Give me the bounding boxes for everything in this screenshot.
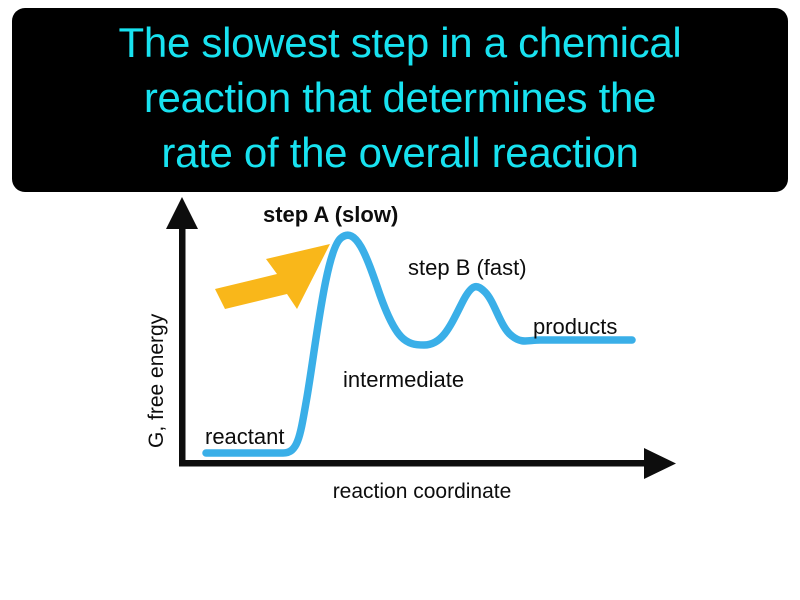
x-axis bbox=[179, 448, 676, 479]
y-axis bbox=[166, 197, 198, 465]
banner-line-3: rate of the overall reaction bbox=[161, 128, 639, 176]
y-axis-label: G, free energy bbox=[145, 313, 168, 448]
energy-profile-diagram: G, free energy reaction coordinate step … bbox=[0, 192, 800, 600]
definition-banner: The slowest step in a chemical reaction … bbox=[12, 8, 788, 192]
banner-line-1: The slowest step in a chemical bbox=[118, 18, 682, 66]
y-axis-arrowhead bbox=[166, 197, 198, 229]
x-axis-arrowhead bbox=[644, 448, 676, 479]
highlight-arrow bbox=[215, 244, 330, 309]
energy-curve bbox=[202, 231, 636, 457]
banner-line-2: reaction that determines the bbox=[143, 73, 657, 121]
label-step-a: step A (slow) bbox=[263, 202, 398, 227]
label-intermediate: intermediate bbox=[343, 367, 464, 392]
label-reactant: reactant bbox=[205, 424, 285, 449]
x-axis-label: reaction coordinate bbox=[333, 480, 512, 503]
label-products: products bbox=[533, 314, 617, 339]
label-step-b: step B (fast) bbox=[408, 255, 527, 280]
